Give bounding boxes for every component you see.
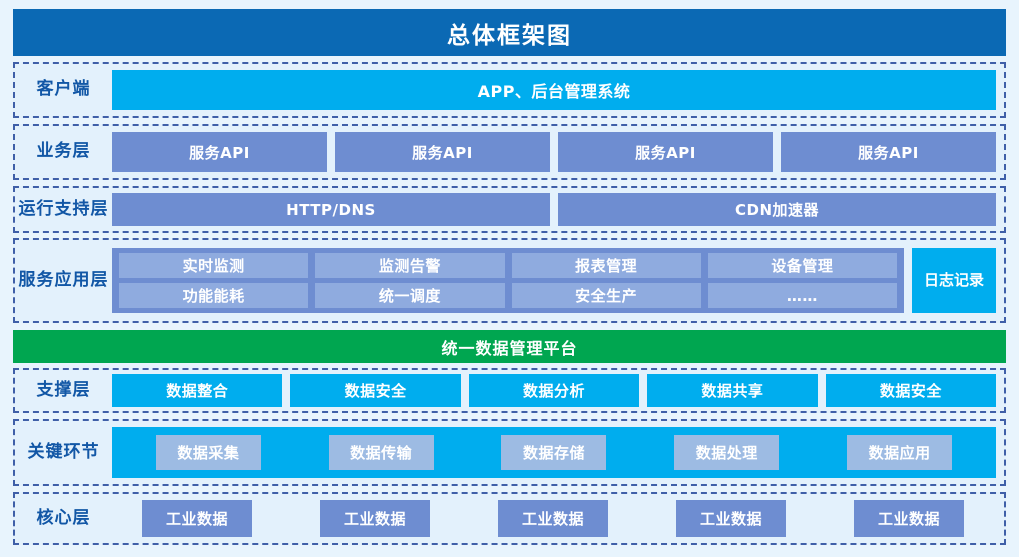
layer-label-support: 支撑层: [36, 379, 91, 400]
layer-body-core: 工业数据 工业数据 工业数据 工业数据 工业数据: [112, 494, 1004, 543]
layer-label-key-links: 关键环节: [27, 441, 100, 462]
support-box-data-integration[interactable]: 数据整合: [112, 374, 283, 407]
core-box-industrial-data-1[interactable]: 工业数据: [142, 500, 252, 537]
layer-body-key-links: 数据采集 数据传输 数据存储 数据处理 数据应用: [112, 421, 1004, 484]
service-box-more[interactable]: ……: [707, 283, 897, 308]
page-title: 总体框架图: [447, 22, 572, 49]
layer-body-business: 服务API 服务API 服务API 服务API: [112, 126, 1004, 178]
service-box-energy-consumption[interactable]: 功能能耗: [119, 283, 309, 308]
layer-body-service-application: 实时监测 监测告警 报表管理 设备管理 功能能耗 统一调度 安全生产 …… 日志…: [112, 240, 1004, 321]
layer-label-service-application: 服务应用层: [18, 269, 109, 290]
business-box-api-3[interactable]: 服务API: [558, 132, 773, 172]
layer-body-support: 数据整合 数据安全 数据分析 数据共享 数据安全: [112, 370, 1004, 411]
layer-service-application: 服务应用层 实时监测 监测告警 报表管理 设备管理 功能能耗 统一调度 安全生产…: [13, 238, 1006, 323]
support-box-data-sharing[interactable]: 数据共享: [647, 374, 818, 407]
key-links-group: 数据采集 数据传输 数据存储 数据处理 数据应用: [112, 427, 996, 478]
support-box-data-security-2[interactable]: 数据安全: [825, 374, 997, 407]
business-box-api-1[interactable]: 服务API: [112, 132, 327, 172]
service-box-unified-scheduling[interactable]: 统一调度: [315, 283, 505, 308]
service-box-report-management[interactable]: 报表管理: [511, 253, 701, 278]
service-app-group: 实时监测 监测告警 报表管理 设备管理 功能能耗 统一调度 安全生产 ……: [112, 248, 904, 313]
service-box-safe-production[interactable]: 安全生产: [511, 283, 701, 308]
layer-core: 核心层 工业数据 工业数据 工业数据 工业数据 工业数据: [13, 492, 1006, 545]
layer-label-client: 客户端: [36, 79, 91, 100]
service-app-row-two: 功能能耗 统一调度 安全生产 ……: [119, 283, 897, 308]
layer-key-links: 关键环节 数据采集 数据传输 数据存储 数据处理 数据应用: [13, 419, 1006, 486]
service-app-row-one: 实时监测 监测告警 报表管理 设备管理: [119, 253, 897, 278]
layer-client: 客户端 APP、后台管理系统: [13, 62, 1006, 118]
key-box-data-collection[interactable]: 数据采集: [155, 435, 261, 470]
service-box-realtime-monitor[interactable]: 实时监测: [119, 253, 309, 278]
unified-data-platform-bar[interactable]: 统一数据管理平台: [13, 330, 1006, 363]
layer-runtime-support: 运行支持层 HTTP/DNS CDN加速器: [13, 186, 1006, 233]
core-box-industrial-data-2[interactable]: 工业数据: [320, 500, 430, 537]
key-box-data-application[interactable]: 数据应用: [847, 435, 953, 470]
key-box-data-storage[interactable]: 数据存储: [501, 435, 607, 470]
layer-label-runtime-support: 运行支持层: [18, 198, 109, 219]
core-box-industrial-data-5[interactable]: 工业数据: [854, 500, 964, 537]
layer-body-client: APP、后台管理系统: [112, 64, 1004, 116]
key-box-data-transmission[interactable]: 数据传输: [328, 435, 434, 470]
diagram-title-bar: 总体框架图: [13, 9, 1006, 56]
unified-data-platform-label: 统一数据管理平台: [441, 338, 578, 358]
layer-label-business: 业务层: [36, 141, 91, 162]
service-box-monitor-alarm[interactable]: 监测告警: [315, 253, 505, 278]
client-box-app[interactable]: APP、后台管理系统: [112, 70, 996, 110]
layer-support: 支撑层 数据整合 数据安全 数据分析 数据共享 数据安全: [13, 368, 1006, 413]
support-box-data-security-1[interactable]: 数据安全: [290, 374, 461, 407]
business-box-api-4[interactable]: 服务API: [781, 132, 996, 172]
core-box-industrial-data-4[interactable]: 工业数据: [676, 500, 786, 537]
layer-label-core: 核心层: [36, 507, 91, 528]
support-box-data-analysis[interactable]: 数据分析: [468, 374, 640, 407]
core-box-industrial-data-3[interactable]: 工业数据: [498, 500, 608, 537]
service-box-device-management[interactable]: 设备管理: [707, 253, 897, 278]
runtime-box-http-dns[interactable]: HTTP/DNS: [112, 193, 550, 226]
business-box-api-2[interactable]: 服务API: [335, 132, 550, 172]
service-box-log-record[interactable]: 日志记录: [912, 248, 996, 313]
key-box-data-processing[interactable]: 数据处理: [674, 435, 780, 470]
runtime-box-cdn[interactable]: CDN加速器: [558, 193, 996, 226]
layer-body-runtime-support: HTTP/DNS CDN加速器: [112, 188, 1004, 231]
layer-business: 业务层 服务API 服务API 服务API 服务API: [13, 124, 1006, 180]
